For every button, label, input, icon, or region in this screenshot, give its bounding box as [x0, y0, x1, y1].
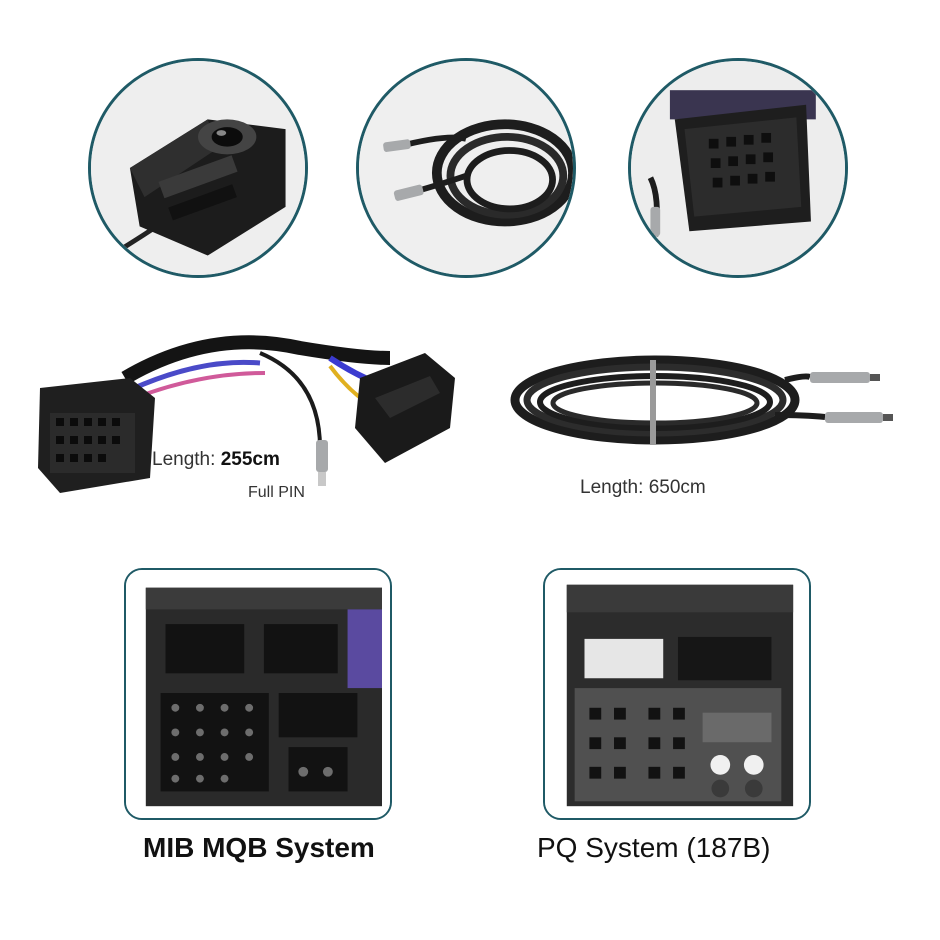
harness-length-value: 255cm [220, 449, 280, 470]
pq-connector-card [543, 568, 811, 820]
full-pin-label: Full PIN [248, 484, 305, 501]
pq-caption: PQ System (187B) [537, 832, 771, 863]
quadlock-connector-photo [628, 58, 848, 278]
extension-cable-image [505, 345, 905, 455]
wiring-harness-image [30, 318, 470, 518]
cable-length-key: Length: [580, 477, 644, 498]
cable-length-value: 650cm [648, 477, 706, 498]
reverse-camera-photo [88, 58, 308, 278]
mib-mqb-connector-card [124, 568, 392, 820]
cable-length-label: Length: 650cm [580, 477, 706, 499]
mib-mqb-caption: MIB MQB System [143, 832, 375, 863]
harness-length-label: Length: 255cm [152, 449, 280, 471]
extension-cable-photo [356, 58, 576, 278]
harness-length-key: Length: [152, 449, 216, 470]
